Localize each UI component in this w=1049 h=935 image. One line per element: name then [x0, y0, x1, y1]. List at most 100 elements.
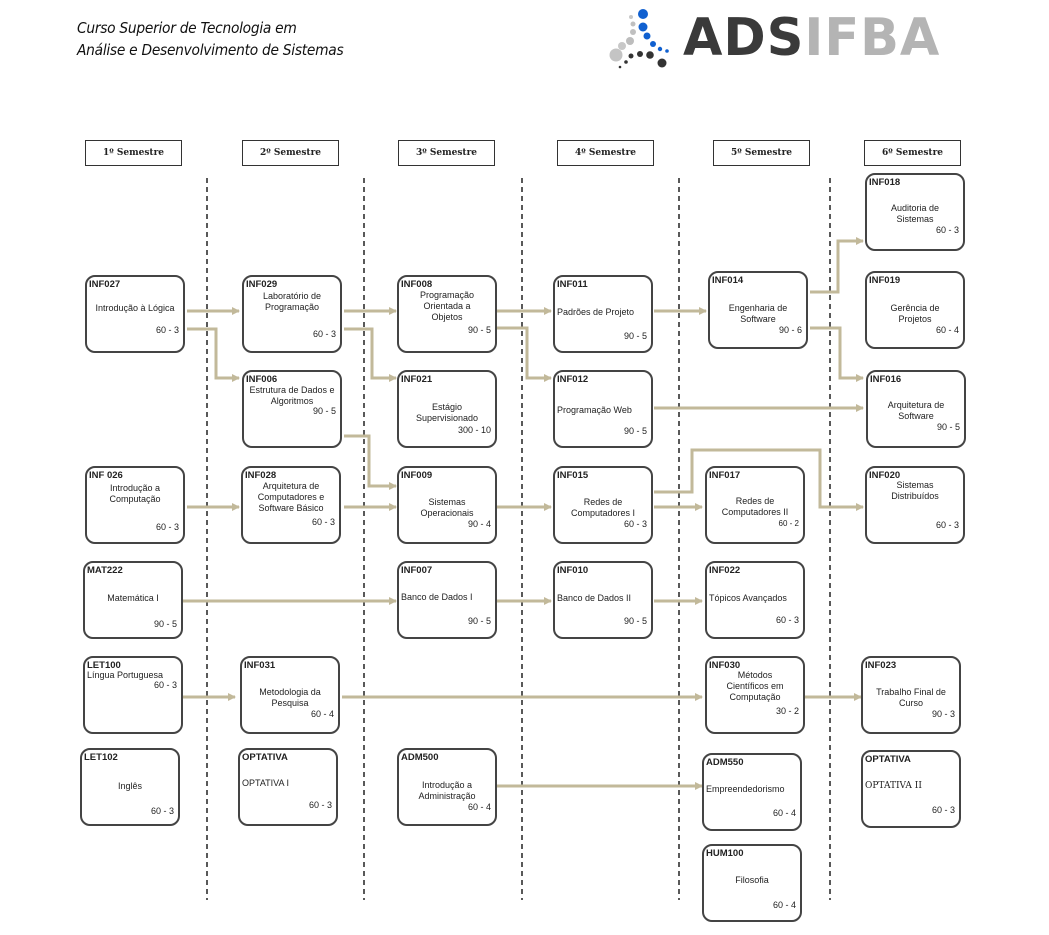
course-code: INF012: [557, 374, 589, 385]
course-box-OPTATIVA-II[interactable]: OPTATIVA OPTATIVA II 60 - 3: [861, 750, 961, 828]
course-box-INF016[interactable]: INF016 Arquitetura de Software 90 - 5: [866, 370, 966, 448]
course-box-INF026[interactable]: INF 026 Introdução a Computação 60 - 3: [85, 466, 185, 544]
course-name: Redes de Computadores I: [570, 497, 636, 518]
course-name: Metodologia da Pesquisa: [259, 687, 321, 708]
course-code: INF011: [557, 279, 588, 290]
course-code: ADM550: [706, 757, 744, 768]
course-name: Redes de Computadores II: [721, 496, 789, 517]
course-name: Matemática I: [107, 593, 159, 603]
course-box-INF027[interactable]: INF027 Introdução à Lógica 60 - 3: [85, 275, 185, 353]
course-hours: 60 - 3: [935, 520, 959, 530]
course-code: LET100: [87, 660, 121, 671]
course-hours: 60 - 2: [778, 519, 799, 528]
course-box-INF022[interactable]: INF022 Tópicos Avançados 60 - 3: [705, 561, 805, 639]
course-code: INF008: [401, 279, 433, 290]
course-box-INF028[interactable]: INF028 Arquitetura de Computadores e Sof…: [241, 466, 341, 544]
course-code: INF 026: [89, 470, 123, 481]
semester-header-6: 6º Semestre: [864, 140, 961, 166]
dots-network-icon: [609, 9, 669, 69]
course-hours: 90 - 5: [623, 331, 647, 341]
course-box-INF031[interactable]: INF031 Metodologia da Pesquisa 60 - 4: [240, 656, 340, 734]
course-name: Filosofia: [735, 875, 769, 885]
semester-header-2: 2º Semestre: [242, 140, 339, 166]
course-name: Introdução a Computação: [109, 483, 161, 504]
course-hours: 60 - 3: [311, 517, 335, 527]
course-box-LET102[interactable]: LET102 Inglês 60 - 3: [80, 748, 180, 826]
course-box-INF023[interactable]: INF023 Trabalho Final de Curso 90 - 3: [861, 656, 961, 734]
course-name: Empreendedorismo: [706, 784, 785, 794]
course-code: INF015: [557, 470, 589, 481]
logo-ads-text: ADS: [683, 8, 805, 68]
prerequisite-arrows: [183, 237, 864, 790]
course-box-HUM100[interactable]: HUM100 Filosofia 60 - 4: [702, 844, 802, 922]
course-box-INF020[interactable]: INF020 Sistemas Distribuídos 60 - 3: [865, 466, 965, 544]
course-name: Gerência de Projetos: [890, 303, 940, 324]
course-hours: 60 - 3: [931, 805, 955, 815]
course-box-INF007[interactable]: INF007 Banco de Dados I 90 - 5: [397, 561, 497, 639]
course-code: INF023: [865, 660, 897, 671]
course-hours: 60 - 3: [312, 329, 336, 339]
course-name: Tópicos Avançados: [709, 593, 787, 603]
course-box-INF018[interactable]: INF018 Auditoria de Sistemas 60 - 3: [865, 173, 965, 251]
arrow-INF015-INF020: [654, 448, 864, 511]
course-box-INF029[interactable]: INF029 Laboratório de Programação 60 - 3: [242, 275, 342, 353]
course-hours: 90 - 5: [936, 422, 960, 432]
course-box-INF006[interactable]: INF006 Estrutura de Dados e Algoritmos 9…: [242, 370, 342, 448]
semester-dividers: [206, 178, 831, 900]
course-name: OPTATIVA II: [865, 781, 922, 791]
course-code: INF014: [712, 275, 744, 286]
semester-header-4: 4º Semestre: [557, 140, 654, 166]
course-name: Padrões de Projeto: [557, 307, 635, 317]
course-box-INF010[interactable]: INF010 Banco de Dados II 90 - 5: [553, 561, 653, 639]
course-hours: 60 - 3: [150, 806, 174, 816]
course-box-INF017[interactable]: INF017 Redes de Computadores II 60 - 2: [705, 466, 805, 544]
course-hours: 90 - 5: [312, 406, 336, 416]
course-hours: 300 - 10: [457, 425, 491, 435]
course-code: INF030: [709, 660, 741, 671]
logo-ifba-text: IFBA: [804, 8, 941, 68]
course-name: Banco de Dados I: [401, 592, 473, 602]
course-box-INF021[interactable]: INF021 Estágio Supervisionado 300 - 10: [397, 370, 497, 448]
course-box-INF019[interactable]: INF019 Gerência de Projetos 60 - 4: [865, 271, 965, 349]
course-hours: 60 - 4: [310, 709, 334, 719]
course-name: Estágio Supervisionado: [415, 402, 479, 423]
course-box-INF011[interactable]: INF011 Padrões de Projeto 90 - 5: [553, 275, 653, 353]
course-hours: 60 - 4: [772, 808, 796, 818]
course-box-INF008[interactable]: INF008 Programação Orientada a Objetos 9…: [397, 275, 497, 353]
course-box-OPTATIVA-I[interactable]: OPTATIVA OPTATIVA I 60 - 3: [238, 748, 338, 826]
course-hours: 30 - 2: [775, 706, 799, 716]
course-code: INF022: [709, 565, 741, 576]
course-box-MAT222[interactable]: MAT222 Matemática I 90 - 5: [83, 561, 183, 639]
course-name: Inglês: [117, 781, 143, 791]
arrow-INF014-INF016: [810, 326, 864, 382]
course-name: Arquitetura de Computadores e Software B…: [257, 481, 325, 513]
course-hours: 90 - 3: [931, 709, 955, 719]
course-hours: 90 - 5: [623, 426, 647, 436]
adsifba-logo: ADSIFBA: [603, 4, 973, 70]
course-code: INF018: [869, 177, 901, 188]
course-code: INF016: [870, 374, 902, 385]
course-box-INF014[interactable]: INF014 Engenharia de Software 90 - 6: [708, 271, 808, 349]
course-hours: 90 - 6: [778, 325, 802, 335]
course-box-ADM500[interactable]: ADM500 Introdução a Administração 60 - 4: [397, 748, 497, 826]
course-code: INF009: [401, 470, 433, 481]
course-name: Auditoria de Sistemas: [890, 203, 940, 224]
course-box-INF009[interactable]: INF009 Sistemas Operacionais 90 - 4: [397, 466, 497, 544]
course-code: INF017: [709, 470, 741, 481]
course-code: INF007: [401, 565, 433, 576]
semester-header-1: 1º Semestre: [85, 140, 182, 166]
course-name: Laboratório de Programação: [262, 291, 322, 312]
course-hours: 60 - 4: [935, 325, 959, 335]
course-box-ADM550[interactable]: ADM550 Empreendedorismo 60 - 4: [702, 753, 802, 831]
course-hours: 90 - 5: [467, 325, 491, 335]
course-hours: 90 - 5: [153, 619, 177, 629]
course-title: Curso Superior de Tecnologia em Análise …: [77, 17, 344, 61]
course-hours: 60 - 3: [153, 680, 177, 690]
course-box-INF012[interactable]: INF012 Programação Web 90 - 5: [553, 370, 653, 448]
course-box-LET100[interactable]: LET100 Língua Portuguesa 60 - 3: [83, 656, 183, 734]
course-box-INF030[interactable]: INF030 Métodos Científicos em Computação…: [705, 656, 805, 734]
course-box-INF015[interactable]: INF015 Redes de Computadores I 60 - 3: [553, 466, 653, 544]
course-code: OPTATIVA: [865, 754, 911, 765]
course-hours: 90 - 5: [467, 616, 491, 626]
